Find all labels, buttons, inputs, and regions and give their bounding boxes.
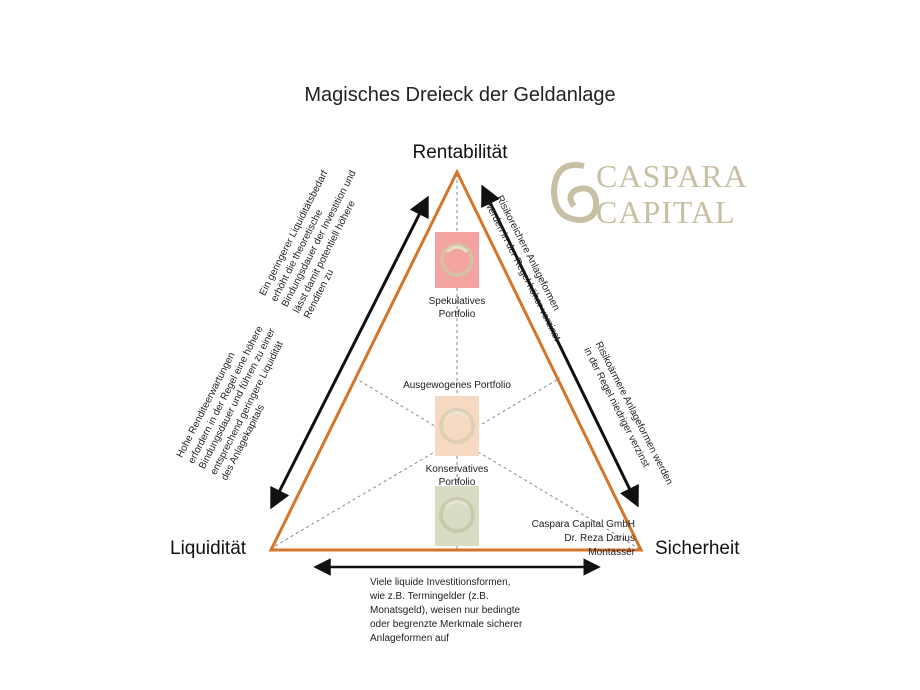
- note-line: oder begrenzte Merkmale sicherer: [370, 619, 523, 630]
- caspara-capital-logo: CASPARA CAPITAL: [546, 154, 748, 230]
- diagram-title: Magisches Dreieck der Geldanlage: [304, 84, 616, 106]
- logo-mark-icon: [550, 162, 600, 224]
- conservative-portfolio-label: Konservatives Portfolio: [425, 464, 489, 488]
- right-double-arrow: [481, 184, 639, 508]
- company-person: Dr. Reza Darius Montassér: [564, 533, 635, 558]
- company-name: Caspara Capital GmbH: [531, 519, 635, 530]
- speculative-portfolio-label: Spekulatives Portfolio: [428, 296, 486, 320]
- note-line: Monatsgeld), weisen nur bedingte: [370, 605, 521, 616]
- speculative-tile: [435, 232, 479, 288]
- balanced-tile: [435, 396, 479, 456]
- corner-label-rentabilitaet: Rentabilität: [412, 142, 508, 163]
- note-bottom: Viele liquide Investitionsformen, wie z.…: [370, 576, 570, 646]
- company-credit: Caspara Capital GmbH Dr. Reza Darius Mon…: [515, 518, 635, 560]
- note-line: Anlageformen auf: [370, 633, 449, 644]
- balanced-portfolio-label: Ausgewogenes Portfolio: [403, 380, 511, 391]
- logo-line-1: CASPARA: [596, 158, 748, 194]
- corner-label-sicherheit: Sicherheit: [655, 538, 740, 559]
- note-line: wie z.B. Termingelder (z.B.: [370, 591, 489, 602]
- left-double-arrow: [270, 195, 429, 510]
- corner-label-liquiditaet: Liquidität: [170, 538, 247, 559]
- logo-line-2: CAPITAL: [596, 194, 736, 230]
- conservative-tile: [435, 486, 479, 546]
- note-line: Viele liquide Investitionsformen,: [370, 577, 511, 588]
